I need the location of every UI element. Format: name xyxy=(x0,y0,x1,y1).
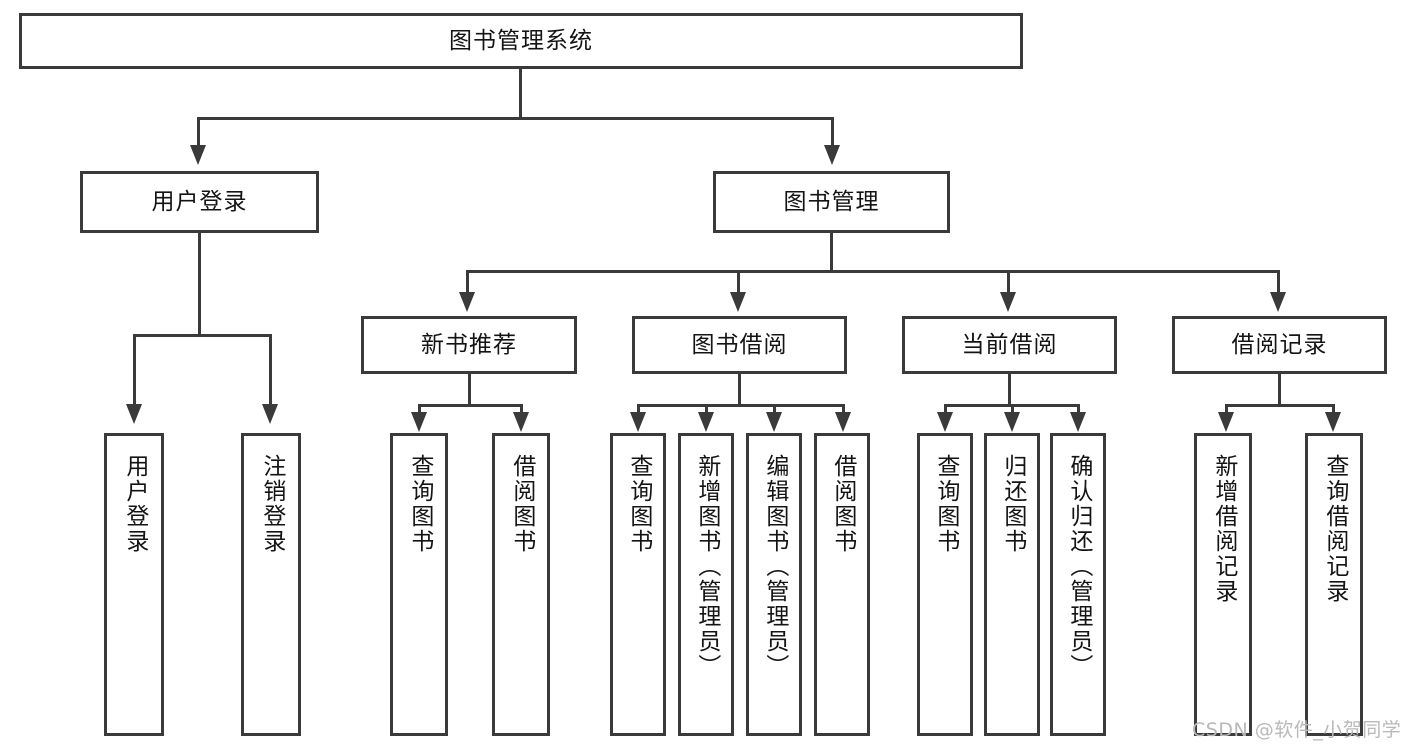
arrow-root-to-userlogin xyxy=(190,145,206,165)
edge-bookmgmt-to-l2-0 xyxy=(466,270,469,294)
node-label: 归还图书 xyxy=(999,454,1026,554)
edge-root-bus xyxy=(197,117,834,120)
node-label: 注销登录 xyxy=(258,454,285,554)
arrow-bookmgmt-to-l2-3 xyxy=(1270,292,1286,312)
edge-bookborrow-to-leaf-0 xyxy=(637,404,640,416)
edge-currentborrow-to-leaf-0 xyxy=(944,404,947,416)
edge-currentborrow-stem xyxy=(1008,374,1011,406)
edge-borrowrecord-to-leaf-0 xyxy=(1225,404,1228,416)
node-label: 用户登录 xyxy=(121,454,148,554)
node-label: 查询借阅记录 xyxy=(1321,454,1348,604)
leaf-newbook-query-books[interactable]: 查询图书 xyxy=(390,433,448,736)
node-new-book-recommend[interactable]: 新书推荐 xyxy=(361,316,577,374)
edge-bookmgmt-to-l2-3 xyxy=(1277,270,1280,294)
edge-root-to-bookmgmt xyxy=(831,117,834,147)
edge-userlogin-stem xyxy=(198,233,201,337)
edge-bookmgmt-stem xyxy=(830,233,833,273)
edge-newbook-stem xyxy=(468,374,471,406)
arrow-bookmgmt-to-l2-0 xyxy=(459,292,475,312)
node-label: 图书管理 xyxy=(783,188,880,215)
node-label: 借阅图书 xyxy=(829,454,856,554)
edge-userlogin-bus xyxy=(133,334,272,337)
leaf-currentborrow-return-books[interactable]: 归还图书 xyxy=(984,433,1040,736)
leaf-user-login-signin[interactable]: 用户登录 xyxy=(104,433,164,736)
node-label: 查询图书 xyxy=(932,454,959,554)
arrow-newbook-to-leaf-1 xyxy=(513,412,529,432)
edge-bookborrow-to-leaf-2 xyxy=(773,404,776,416)
edge-bookmgmt-bus xyxy=(466,270,1280,273)
edge-bookmgmt-to-l2-2 xyxy=(1007,270,1010,294)
arrow-root-to-bookmgmt xyxy=(824,145,840,165)
arrow-bookborrow-to-leaf-3 xyxy=(835,412,851,432)
arrow-bookborrow-to-leaf-2 xyxy=(766,412,782,432)
edge-currentborrow-to-leaf-2 xyxy=(1077,404,1080,416)
edge-bookborrow-to-leaf-1 xyxy=(705,404,708,416)
node-label: 图书借阅 xyxy=(691,331,788,358)
leaf-user-login-signout[interactable]: 注销登录 xyxy=(241,433,301,736)
node-user-login[interactable]: 用户登录 xyxy=(80,171,319,233)
node-book-borrow[interactable]: 图书借阅 xyxy=(632,316,847,374)
edge-root-stem xyxy=(519,69,522,119)
edge-newbook-to-leaf-1 xyxy=(520,404,523,416)
edge-root-to-userlogin xyxy=(197,117,200,147)
arrow-bookmgmt-to-l2-1 xyxy=(730,292,746,312)
edge-bookborrow-bus xyxy=(637,404,845,407)
node-label: 当前借阅 xyxy=(961,331,1058,358)
arrow-borrowrecord-to-leaf-1 xyxy=(1325,412,1341,432)
node-book-management[interactable]: 图书管理 xyxy=(713,171,950,233)
leaf-bookborrow-query-books[interactable]: 查询图书 xyxy=(610,433,666,736)
leaf-currentborrow-query-books[interactable]: 查询图书 xyxy=(917,433,973,736)
leaf-bookborrow-add-book-admin[interactable]: 新增图书（管理员） xyxy=(678,433,734,736)
node-label: 新增借阅记录 xyxy=(1210,454,1237,604)
edge-newbook-to-leaf-0 xyxy=(418,404,421,416)
arrow-currentborrow-to-leaf-2 xyxy=(1070,412,1086,432)
edge-borrowrecord-stem xyxy=(1278,374,1281,406)
leaf-bookborrow-borrow-books[interactable]: 借阅图书 xyxy=(814,433,870,736)
node-borrow-record[interactable]: 借阅记录 xyxy=(1172,316,1387,374)
edge-borrowrecord-to-leaf-1 xyxy=(1332,404,1335,416)
arrow-bookborrow-to-leaf-1 xyxy=(698,412,714,432)
node-label: 新增图书（管理员） xyxy=(693,454,720,679)
edge-bookborrow-to-leaf-3 xyxy=(842,404,845,416)
edge-bookmgmt-to-l2-1 xyxy=(737,270,740,294)
node-current-borrow[interactable]: 当前借阅 xyxy=(902,316,1117,374)
leaf-newbook-borrow-books[interactable]: 借阅图书 xyxy=(492,433,550,736)
arrow-borrowrecord-to-leaf-0 xyxy=(1218,412,1234,432)
arrow-bookborrow-to-leaf-0 xyxy=(630,412,646,432)
arrow-newbook-to-leaf-0 xyxy=(411,412,427,432)
node-label: 查询图书 xyxy=(625,454,652,554)
leaf-borrowrecord-add-record[interactable]: 新增借阅记录 xyxy=(1194,433,1252,736)
leaf-borrowrecord-query-record[interactable]: 查询借阅记录 xyxy=(1305,433,1363,736)
node-label: 编辑图书（管理员） xyxy=(761,454,788,679)
leaf-bookborrow-edit-book-admin[interactable]: 编辑图书（管理员） xyxy=(746,433,802,736)
edge-currentborrow-to-leaf-1 xyxy=(1011,404,1014,416)
node-root-library-system[interactable]: 图书管理系统 xyxy=(19,13,1023,69)
leaf-currentborrow-confirm-return-admin[interactable]: 确认归还（管理员） xyxy=(1050,433,1106,736)
edge-userlogin-to-leaf-1 xyxy=(269,334,272,406)
arrow-currentborrow-to-leaf-0 xyxy=(937,412,953,432)
csdn-watermark: CSDN @软件_小贺同学 xyxy=(1192,719,1402,741)
node-label: 用户登录 xyxy=(151,188,248,215)
edge-userlogin-to-leaf-0 xyxy=(133,334,136,406)
arrow-userlogin-to-leaf-0 xyxy=(126,404,142,424)
node-label: 图书管理系统 xyxy=(449,27,593,54)
edge-newbook-bus xyxy=(418,404,523,407)
arrow-userlogin-to-leaf-1 xyxy=(262,404,278,424)
arrow-bookmgmt-to-l2-2 xyxy=(1000,292,1016,312)
node-label: 新书推荐 xyxy=(421,331,517,358)
edge-borrowrecord-bus xyxy=(1225,404,1335,407)
node-label: 借阅图书 xyxy=(508,454,535,554)
node-label: 确认归还（管理员） xyxy=(1065,454,1092,679)
node-label: 借阅记录 xyxy=(1231,331,1328,358)
arrow-currentborrow-to-leaf-1 xyxy=(1004,412,1020,432)
edge-bookborrow-stem xyxy=(738,374,741,406)
node-label: 查询图书 xyxy=(406,454,433,554)
